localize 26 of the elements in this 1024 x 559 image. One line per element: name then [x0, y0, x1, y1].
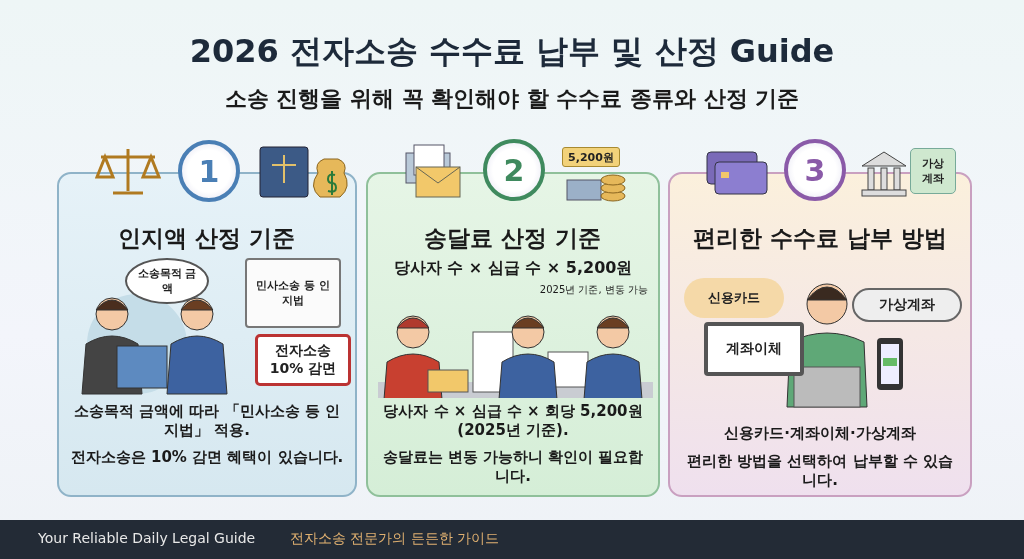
description-text: 소송목적 금액에 따라 「민사소송 등 인지법」 적용.: [72, 402, 342, 440]
title: 2026 전자소송 수수료 납부 및 산정 Guide: [188, 31, 836, 72]
description-text: 송달료는 변동 가능하니 확인이 필요합니다.: [381, 448, 645, 486]
step-number-circle: 1: [178, 140, 240, 202]
description-text: 전자소송은 10% 감면 혜택이 있습니다.: [69, 448, 345, 467]
speech-bubble: 가상계좌: [852, 288, 962, 322]
note-text: 2025년 기준, 변동 가능: [538, 284, 649, 297]
subtitle: 소송 진행을 위해 꼭 확인해야 할 수수료 종류와 산정 기준: [223, 85, 801, 113]
method-label: 신용카드: [684, 278, 784, 318]
description-text: 신용카드·계좌이체·가상계좌: [723, 424, 917, 443]
document-card: 민사소송 등 인지법: [245, 258, 341, 328]
description-text: 당사자 수 × 심급 수 × 회당 5,200원 (2025년 기준).: [382, 402, 644, 440]
formula-text: 당사자 수 × 심급 수 × 5,200원: [392, 258, 634, 278]
panel-heading: 편리한 수수료 납부 방법: [692, 224, 948, 253]
panel-heading: 송달료 산정 기준: [423, 224, 603, 253]
speech-bubble: 소송목적 금액: [125, 258, 209, 304]
description-text: 편리한 방법을 선택하여 납부할 수 있습니다.: [685, 452, 955, 490]
footer-text: Your Reliable Daily Legal Guide: [38, 530, 256, 546]
step-number-circle: 2: [483, 139, 545, 201]
laptop-screen: 계좌이체: [704, 322, 804, 376]
footer-text: 전자소송 전문가의 든든한 가이드: [290, 530, 500, 548]
panel-heading: 인지액 산정 기준: [117, 224, 297, 253]
price-tag: 5,200원: [562, 147, 620, 167]
sign-label: 가상 계좌: [910, 148, 956, 194]
discount-stamp: 전자소송 10% 감면: [255, 334, 351, 386]
step-number-circle: 3: [784, 139, 846, 201]
